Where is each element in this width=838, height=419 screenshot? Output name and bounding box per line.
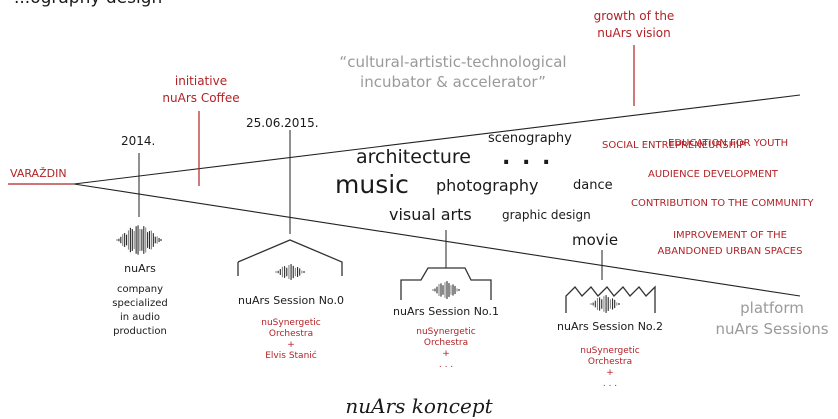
incubator-line-2: incubator & accelerator” [360,73,546,91]
initiative-line-1: initiative [174,74,228,88]
cone-lower-line [73,183,801,297]
session2-line-1: nuSynergetic [580,346,640,356]
session1-details: nuSynergetic Orchestra + . . . [391,327,501,371]
initiative-line-2: nuArs Coffee [162,91,240,105]
session0-line-1: nuSynergetic [261,318,321,328]
session0-date-label: 25.06.2015. [246,116,319,130]
incubator-line-1: “cultural-artistic-technological [339,53,567,71]
initiative-label: initiative nuArs Coffee [146,73,256,107]
goal-education: EDUCATION FOR YOUTH [668,138,789,149]
discipline-scenography: scenography [488,131,572,146]
company-desc-line-1: company [116,284,164,295]
session2-line-4: . . . [602,379,618,389]
origin-label: VARAŽDIN [10,167,67,180]
session1-line-4: . . . [438,360,454,370]
goal-audience-development: AUDIENCE DEVELOPMENT [648,169,778,180]
discipline-visual-arts: visual arts [389,205,472,224]
goal-urban-line-2: ABANDONED URBAN SPACES [657,246,803,257]
company-desc-line-3: in audio [119,312,160,323]
caption: nuArs koncept [345,394,493,418]
session1-house-icon [400,267,492,300]
session2-details: nuSynergetic Orchestra + . . . [555,346,665,390]
session0-line-4: Elvis Stanić [265,351,317,361]
session2-line-3: + [606,368,614,378]
cone-upper-line [73,94,801,185]
session1-line-3: + [442,349,450,359]
session2-waveform-icon [590,295,620,313]
discipline-graphic-design: graphic design [502,208,591,222]
company-desc-line-2: specialized [112,298,168,309]
session2-building-icon [565,285,656,313]
discipline-dance: dance [573,178,613,193]
session0-details: nuSynergetic Orchestra + Elvis Stanić [236,318,346,362]
growth-vision-line-2: nuArs vision [597,26,671,40]
session1-waveform-icon [432,281,460,299]
discipline-ellipsis: . . . [502,145,553,170]
discipline-movie: movie [572,231,619,249]
session0-name: nuArs Session No.0 [238,294,344,307]
company-description: company specialized in audio production [100,283,180,339]
company-waveform-icon [116,225,162,255]
session2-name: nuArs Session No.2 [557,320,663,333]
goal-urban-spaces: IMPROVEMENT OF THE ABANDONED URBAN SPACE… [634,228,826,260]
growth-vision-label: growth of the nuArs vision [574,8,694,42]
platform-line-1: platform [740,299,804,317]
discipline-photography: photography [436,176,539,195]
incubator-label: “cultural-artistic-technological incubat… [318,52,588,92]
partial-header-text: ...ography design [14,0,162,8]
discipline-architecture: architecture [356,146,471,168]
goal-community: CONTRIBUTION TO THE COMMUNITY [631,198,814,209]
goal-social-entrepreneurship: SOCIAL ENTREPRENEURSHIP [602,140,746,151]
session0-waveform-icon [275,264,305,280]
platform-label: platform nuArs Sessions [712,298,832,340]
growth-vision-line-1: growth of the [593,9,675,23]
goal-urban-line-1: IMPROVEMENT OF THE [673,230,787,241]
session1-line-1: nuSynergetic [416,327,476,337]
session0-line-2: Orchestra [268,329,314,339]
session2-line-2: Orchestra [587,357,633,367]
session1-name: nuArs Session No.1 [393,305,499,318]
year-2014-label: 2014. [121,134,156,148]
company-name: nuArs [124,262,156,275]
session0-house-icon [237,239,343,276]
discipline-music: music [335,170,409,199]
session0-line-3: + [287,340,295,350]
session1-line-2: Orchestra [423,338,469,348]
company-desc-line-4: production [113,326,167,337]
platform-line-2: nuArs Sessions [715,320,829,338]
